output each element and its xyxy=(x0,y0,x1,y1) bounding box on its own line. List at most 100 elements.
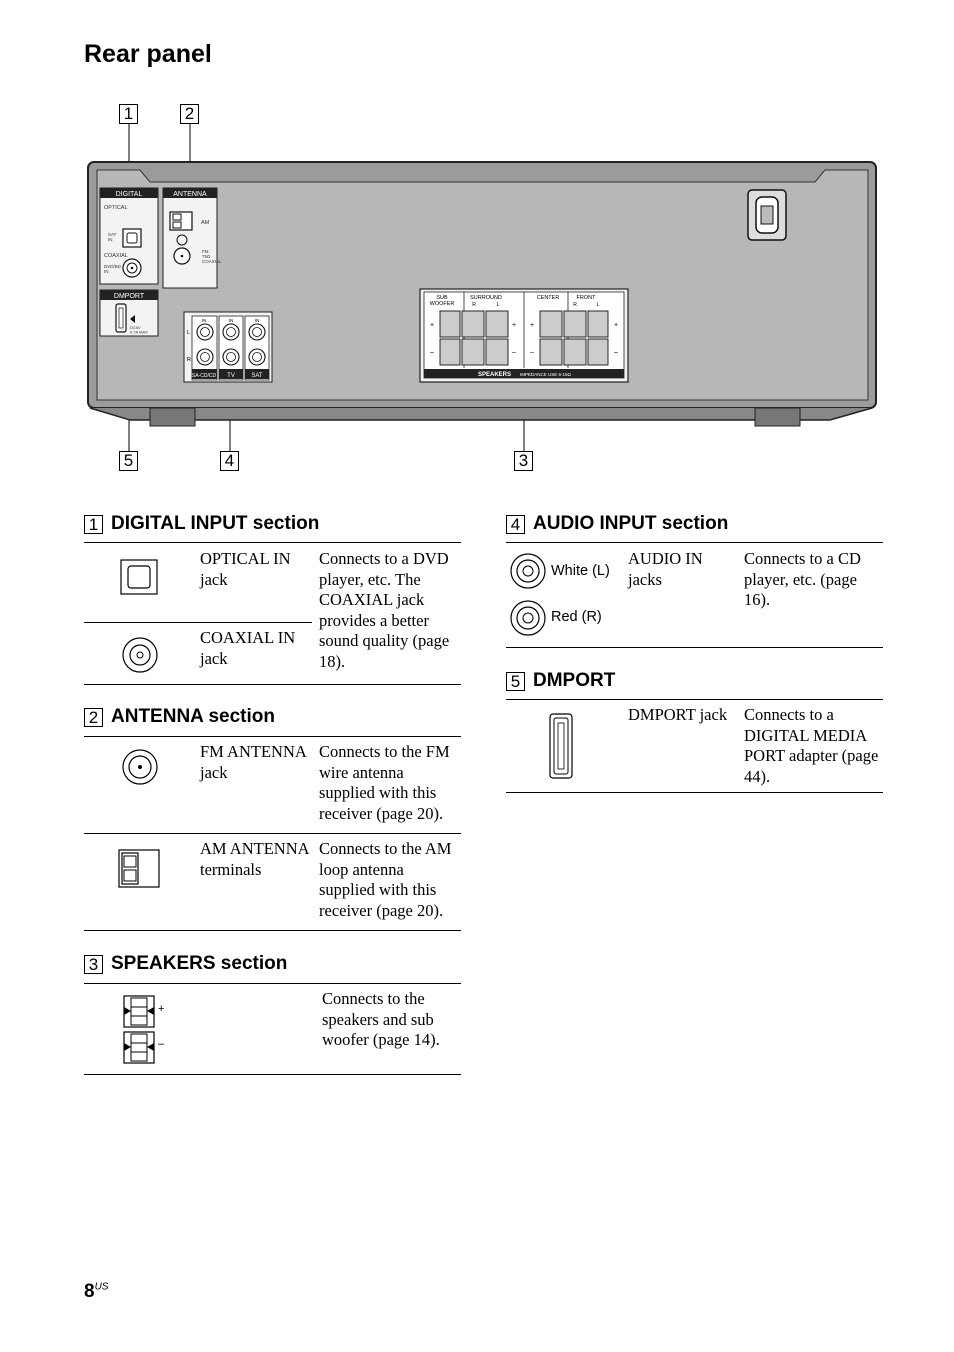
l-label: L xyxy=(187,330,190,336)
speakers-minus-4: – xyxy=(614,349,618,356)
page-number-value: 8 xyxy=(84,1281,95,1302)
am-antenna-terminal-icon xyxy=(118,849,160,888)
dmport-description: Connects to a DIGITAL MEDIA PORT adapter… xyxy=(744,705,879,786)
page-region: US xyxy=(94,1281,109,1293)
section-title: ANTENNA section xyxy=(111,706,275,727)
speakers-plus-4: + xyxy=(614,322,618,329)
divider xyxy=(506,792,883,793)
audio-in-description: Connects to a CD player, etc. (page 16). xyxy=(744,549,861,609)
am-label: AM xyxy=(201,220,210,226)
coaxial-label: COAXIAL xyxy=(104,253,128,259)
am-antenna-description: Connects to the AM loop antenna supplied… xyxy=(319,839,452,920)
section-digital-heading: 1 DIGITAL INPUT section xyxy=(84,513,319,535)
divider xyxy=(84,684,461,685)
speakers-plus-1: + xyxy=(430,322,434,329)
section-number: 3 xyxy=(84,954,103,974)
r-label: R xyxy=(187,357,191,363)
white-rca-jack-icon xyxy=(510,553,546,589)
surround-r-label: R xyxy=(472,302,476,308)
in-label-3: IN xyxy=(255,318,260,323)
callout-5: 5 xyxy=(119,451,138,471)
page-title: Rear panel xyxy=(84,40,212,68)
speaker-terminal-icon xyxy=(123,995,155,1064)
speakers-plus-3: + xyxy=(530,322,534,329)
section-title: DMPORT xyxy=(533,670,616,691)
divider xyxy=(84,622,312,623)
callout-3: 3 xyxy=(514,451,533,471)
fm-antenna-jack-icon xyxy=(122,749,158,785)
speaker-plus-label: + xyxy=(158,1003,165,1015)
section-title: AUDIO INPUT section xyxy=(533,513,729,534)
divider xyxy=(506,647,883,648)
chassis xyxy=(87,161,877,427)
speakers-minus-3: – xyxy=(530,349,534,356)
in-label-1: IN xyxy=(202,318,207,323)
divider xyxy=(84,930,461,931)
antenna-panel-label: ANTENNA xyxy=(173,191,207,198)
am-antenna-name: AM ANTENNA terminals xyxy=(200,839,309,879)
red-rca-jack-icon xyxy=(510,600,546,636)
coaxial-in-name: COAXIAL IN jack xyxy=(200,628,296,668)
surround-label: SURROUND xyxy=(470,295,502,301)
fm-antenna-description: Connects to the FM wire antenna supplied… xyxy=(319,742,450,823)
optical-label: OPTICAL xyxy=(104,205,128,211)
front-label: FRONT xyxy=(577,295,597,301)
divider xyxy=(84,833,461,834)
section-number: 2 xyxy=(84,707,103,727)
page-number: 8US xyxy=(84,1281,108,1303)
digital-panel-label: DIGITAL xyxy=(116,191,143,198)
callout-2: 2 xyxy=(180,104,199,124)
red-r-label: Red (R) xyxy=(551,609,602,625)
speakers-minus-2: – xyxy=(512,349,516,356)
divider xyxy=(84,736,461,737)
digital-description: Connects to a DVD player, etc. The COAXI… xyxy=(319,549,450,671)
impedance-label: IMPEDANCE USE 6-16Ω xyxy=(520,372,572,377)
speakers-panel-label: SPEAKERS xyxy=(478,372,511,378)
section-number: 5 xyxy=(506,671,525,691)
section-audio-heading: 4 AUDIO INPUT section xyxy=(506,513,728,535)
dmport-panel-label: DMPORT xyxy=(114,293,145,300)
divider xyxy=(506,542,883,543)
sacd-label: SA-CD/CD xyxy=(192,373,217,379)
speaker-minus-label: – xyxy=(158,1038,165,1050)
audio-in-name: AUDIO IN jacks xyxy=(628,549,703,589)
divider xyxy=(84,1074,461,1075)
speakers-plus-2: + xyxy=(512,322,516,329)
speakers-minus-1: – xyxy=(430,349,434,356)
callout-4: 4 xyxy=(220,451,239,471)
in-label-2: IN xyxy=(229,318,234,323)
section-title: SPEAKERS section xyxy=(111,953,288,974)
section-title: DIGITAL INPUT section xyxy=(111,513,320,534)
coaxial-jack-icon xyxy=(122,637,158,673)
tv-label: TV xyxy=(227,373,235,379)
front-r-label: R xyxy=(573,302,577,308)
callout-1: 1 xyxy=(119,104,138,124)
section-speakers-heading: 3 SPEAKERS section xyxy=(84,953,287,975)
section-dmport-heading: 5 DMPORT xyxy=(506,670,615,692)
white-l-label: White (L) xyxy=(551,563,610,579)
dmport-name: DMPORT jack xyxy=(628,705,728,724)
dmport-jack-icon xyxy=(549,713,573,779)
section-antenna-heading: 2 ANTENNA section xyxy=(84,706,275,728)
fm-antenna-name: FM ANTENNA jack xyxy=(200,742,306,782)
speakers-description: Connects to the speakers and sub woofer … xyxy=(322,989,440,1049)
optical-in-name: OPTICAL IN jack xyxy=(200,549,291,589)
section-number: 1 xyxy=(84,514,103,534)
optical-jack-icon xyxy=(120,559,158,595)
center-label: CENTER xyxy=(537,295,560,301)
front-l-label: L xyxy=(597,302,600,308)
ac-inlet xyxy=(747,189,787,241)
sat-label: SAT xyxy=(251,373,263,379)
divider xyxy=(506,699,883,700)
divider xyxy=(84,542,461,543)
audio-in-panel: IN IN IN L R SA-CD/CD TV SAT xyxy=(183,311,273,383)
